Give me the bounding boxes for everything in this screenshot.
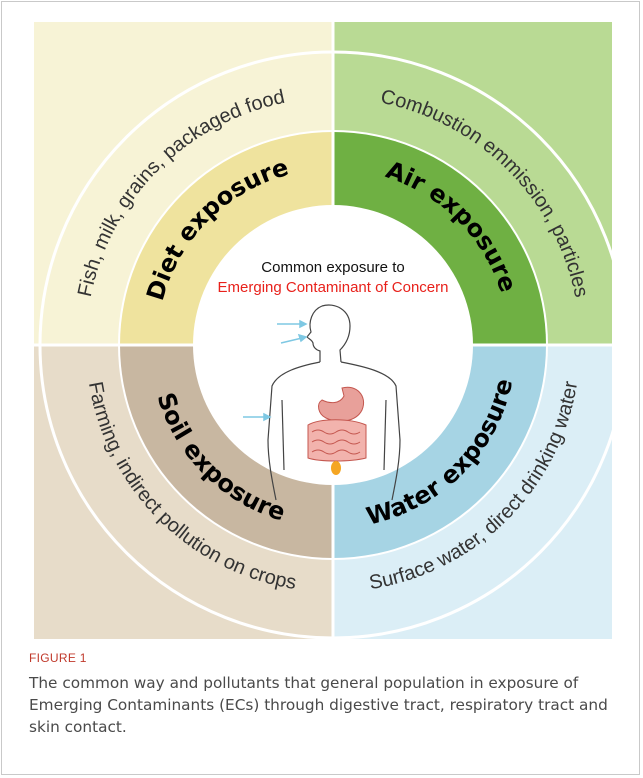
figure-label: FIGURE 1 <box>29 651 87 665</box>
human-body-outline <box>267 304 401 501</box>
digestive-organs-icon <box>307 386 367 475</box>
center-title: Common exposure to <box>261 259 404 276</box>
center-disc <box>193 205 473 485</box>
exposure-diagram: Fish, milk, grains, packaged food Combus… <box>34 22 612 639</box>
exposure-arrows <box>243 319 308 422</box>
figure-caption: The common way and pollutants that gener… <box>29 674 608 736</box>
center-subtitle: Emerging Contaminant of Concern <box>218 279 449 296</box>
